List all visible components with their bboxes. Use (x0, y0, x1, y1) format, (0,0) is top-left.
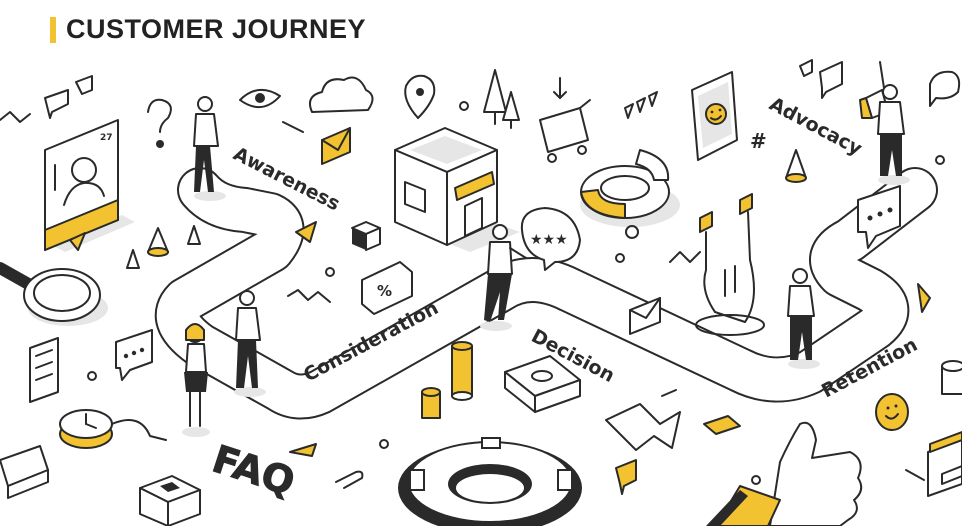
discount-tag-icon: % (361, 261, 413, 315)
chat-bubbles-icon (44, 75, 93, 119)
play-arrows-icon (624, 91, 658, 119)
dot-decoration (325, 267, 335, 277)
dot-decoration (459, 101, 469, 111)
gear-icon (398, 437, 582, 526)
envelope-icon (629, 297, 661, 335)
clock-icon (59, 409, 167, 449)
person-decision (480, 224, 527, 331)
person-consideration (234, 290, 266, 397)
checklist-icon (29, 337, 59, 403)
person-retention (787, 268, 820, 369)
message-bubble-icon (857, 185, 901, 249)
page-title: CUSTOMER JOURNEY (66, 14, 367, 44)
trees-icon (483, 69, 520, 129)
dot-decoration (379, 439, 389, 449)
shopping-cart-icon (539, 77, 591, 163)
title-bar: CUSTOMER JOURNEY (50, 14, 366, 45)
gift-box-icon (351, 221, 381, 251)
person-woman (182, 323, 210, 437)
coin-stack-icon (421, 341, 473, 419)
zigzag-decoration (0, 111, 31, 123)
road-arrow (295, 221, 317, 243)
cones-icon (126, 225, 201, 269)
faq-text: FAQ (207, 437, 300, 505)
svg-text:★★★: ★★★ (530, 232, 568, 248)
dot-decoration (935, 155, 945, 165)
magnifier-icon (0, 262, 108, 326)
profile-card-number: 27 (100, 133, 113, 143)
arrow-line (282, 121, 304, 133)
chat-pin-icon (615, 459, 637, 495)
stage-label-advocacy: Advocacy (766, 93, 866, 160)
rating-bubble-icon: ★★★ (520, 207, 581, 271)
cylinder-icon (941, 360, 962, 395)
zigzag-decoration (661, 389, 677, 397)
donut-chart-icon (580, 149, 680, 239)
trend-arrow-icon (605, 403, 681, 451)
eye-icon (239, 89, 281, 108)
person-awareness (193, 96, 226, 201)
dot-decoration (751, 475, 761, 485)
person-advocacy (877, 61, 910, 185)
magnet-hand-icon (669, 193, 765, 336)
map-pin-icon (404, 74, 436, 119)
smartphone-icon (691, 71, 738, 161)
road-arrow (917, 283, 931, 313)
chat-bubbles-icon-right (799, 59, 961, 107)
road-arrow (289, 443, 317, 457)
smiley-coin-icon (875, 393, 909, 431)
title-accent-bar (50, 16, 56, 43)
question-mark-icon (147, 98, 172, 148)
dot-decoration (615, 253, 625, 263)
paperclip-icon (335, 469, 925, 489)
cone-icon (785, 149, 807, 183)
typing-bubble-icon (115, 329, 153, 381)
zigzag-decoration (287, 289, 331, 303)
discount-tag-text: % (377, 282, 392, 300)
store-building-icon (394, 127, 520, 252)
dot-decoration (87, 371, 97, 381)
cloud-mail-icon (309, 76, 374, 165)
cube-button-icon (139, 475, 201, 526)
card-stack-icon (927, 431, 962, 497)
profile-card-icon: 27 (44, 119, 135, 252)
thumbs-up-icon (706, 421, 863, 526)
banknote-icon (504, 355, 581, 413)
hashtag-text: # (750, 129, 767, 153)
book-icon (0, 445, 49, 499)
road-arrow (703, 415, 741, 435)
